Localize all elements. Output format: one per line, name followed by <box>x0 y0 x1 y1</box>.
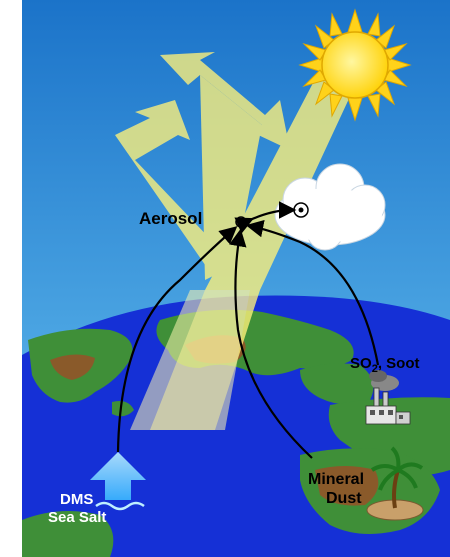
cloud-droplet-icon <box>293 202 309 218</box>
factory-icon <box>365 370 411 425</box>
arrow-dust-to-aerosol <box>229 228 313 459</box>
label-sea-salt: Sea Salt <box>48 509 106 526</box>
transport-arrows <box>116 201 380 459</box>
land-america-brown <box>50 354 95 380</box>
land-small-2 <box>22 511 114 557</box>
land-north <box>300 363 374 405</box>
dms-plume-icon <box>90 452 146 511</box>
label-mineral: Mineral <box>308 471 364 488</box>
sun-icon <box>298 8 412 122</box>
label-dust: Dust <box>326 490 362 507</box>
arrow-aerosol-to-cloud <box>234 201 297 234</box>
label-dms: DMS <box>60 491 93 508</box>
ocean-wave-icon <box>95 501 145 511</box>
land-east <box>328 397 450 475</box>
aerosol-particle-icon <box>235 216 247 228</box>
arrow-dms-to-aerosol <box>116 226 238 453</box>
label-aerosol: Aerosol <box>139 209 202 228</box>
land-small-1 <box>112 401 134 417</box>
land-africa-brown <box>315 466 379 506</box>
palm-tree-icon <box>366 446 424 521</box>
sunbeams <box>115 52 360 430</box>
cloud-icon <box>274 163 386 251</box>
label-so2-soot: SO2, Soot <box>350 355 419 375</box>
